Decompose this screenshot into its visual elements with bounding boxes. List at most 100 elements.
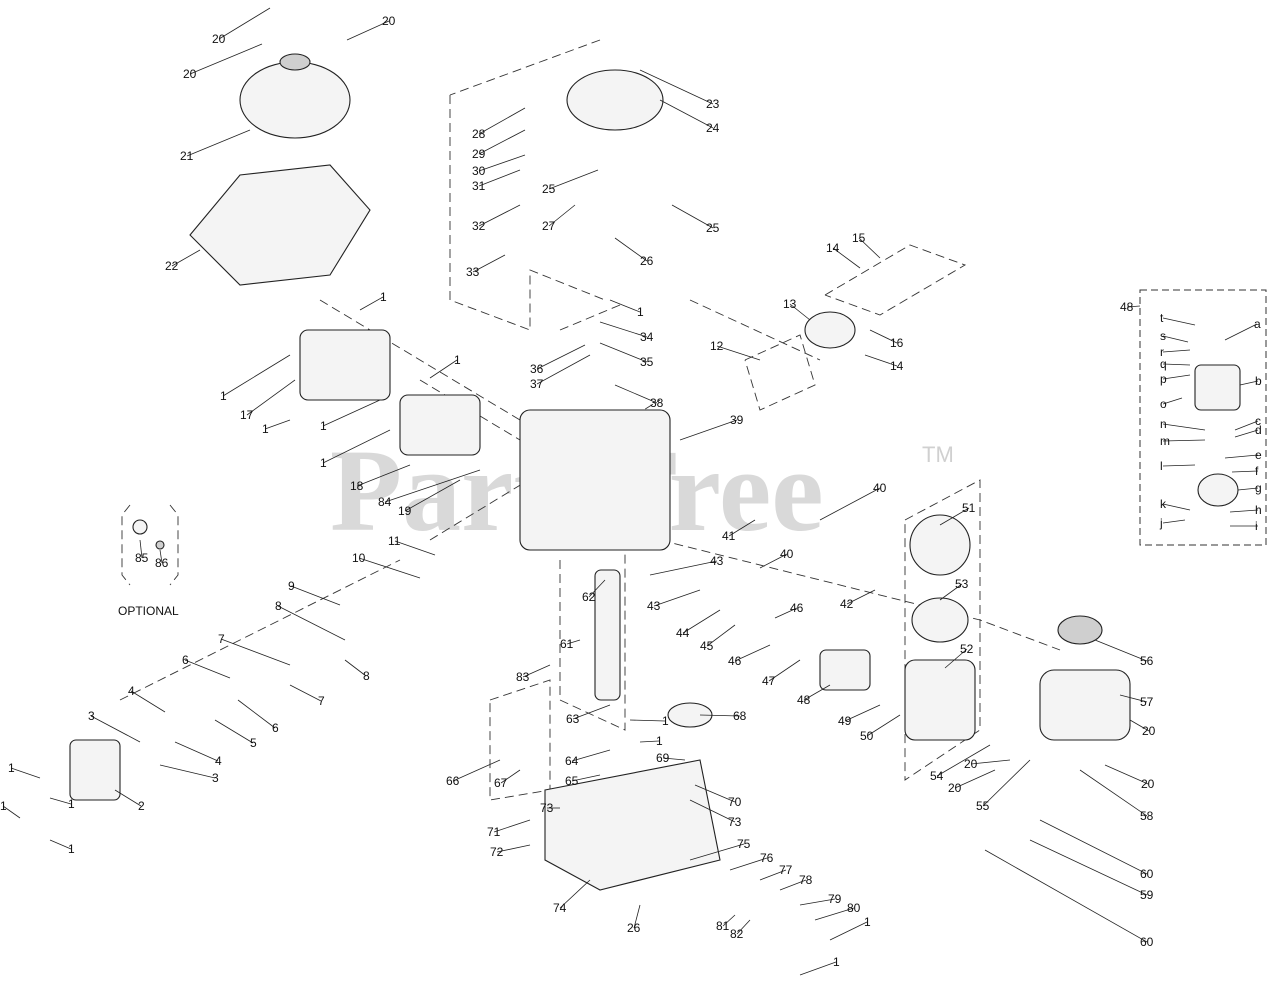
- part-callout-20: 20: [212, 32, 226, 46]
- callout-leader-line: [478, 204, 521, 227]
- part-callout-3: 3: [88, 709, 95, 723]
- callout-leader-line: [1079, 769, 1148, 817]
- callout-leader-line: [171, 249, 201, 267]
- part-callout-6: 6: [182, 653, 189, 667]
- part-callout-66: 66: [446, 774, 460, 788]
- crankshaft-shape: [594, 569, 621, 701]
- part-callout-39: 39: [730, 413, 744, 427]
- part-callout-35: 35: [640, 355, 654, 369]
- callout-leader-line: [159, 764, 216, 779]
- part-callout-1: 1: [833, 955, 840, 969]
- part-callout-53: 53: [955, 577, 969, 591]
- part-callout-16: 16: [890, 336, 904, 350]
- callout-leader-line: [452, 759, 501, 782]
- callout-leader-line: [49, 839, 72, 850]
- part-callout-c: c: [1255, 414, 1261, 428]
- callout-leader-line: [734, 644, 771, 662]
- callout-leader-line: [1126, 305, 1141, 308]
- part-callout-64: 64: [565, 754, 579, 768]
- part-callout-1: 1: [68, 842, 75, 856]
- part-callout-46: 46: [790, 601, 804, 615]
- callout-leader-line: [694, 784, 736, 803]
- callout-leader-line: [1162, 519, 1186, 524]
- part-callout-36: 36: [530, 362, 544, 376]
- callout-leader-line: [548, 204, 576, 227]
- part-callout-20: 20: [948, 781, 962, 795]
- callout-leader-line: [237, 699, 276, 729]
- part-callout-50: 50: [860, 729, 874, 743]
- part-callout-32: 32: [472, 219, 486, 233]
- part-callout-41: 41: [722, 529, 736, 543]
- callout-leader-line: [699, 714, 741, 717]
- callout-leader-line: [571, 774, 601, 782]
- part-callout-43: 43: [710, 554, 724, 568]
- part-callout-13: 13: [783, 297, 797, 311]
- part-callout-25: 25: [706, 221, 720, 235]
- callout-leader-line: [970, 759, 1011, 765]
- callout-leader-line: [639, 740, 660, 743]
- part-callout-1: 1: [662, 714, 669, 728]
- callout-leader-line: [939, 507, 970, 526]
- callout-leader-line: [1039, 819, 1148, 875]
- part-callout-1: 1: [864, 915, 871, 929]
- part-callout-40: 40: [780, 547, 794, 561]
- part-callout-55: 55: [976, 799, 990, 813]
- part-callout-20: 20: [1141, 777, 1155, 791]
- callout-leader-line: [184, 659, 231, 679]
- part-callout-19: 19: [398, 504, 412, 518]
- part-callout-45: 45: [700, 639, 714, 653]
- part-callout-m: m: [1160, 434, 1170, 448]
- callout-leader-line: [819, 487, 881, 521]
- part-callout-n: n: [1160, 417, 1167, 431]
- part-callout-85: 85: [135, 551, 149, 565]
- part-callout-10: 10: [352, 551, 366, 565]
- callout-leader-line: [90, 715, 141, 743]
- callout-leader-line: [290, 585, 341, 606]
- callout-leader-line: [159, 549, 163, 564]
- part-callout-44: 44: [676, 626, 690, 640]
- callout-leader-line: [774, 607, 798, 619]
- muffler-shape: [69, 739, 121, 801]
- part-callout-47: 47: [762, 674, 776, 688]
- callout-leader-line: [588, 579, 606, 598]
- callout-leader-line: [49, 797, 72, 805]
- callout-leader-line: [478, 154, 526, 172]
- part-callout-73: 73: [728, 815, 742, 829]
- part-callout-9: 9: [288, 579, 295, 593]
- part-callout-e: e: [1255, 448, 1262, 462]
- callout-leader-line: [346, 20, 390, 41]
- callout-leader-line: [1029, 839, 1148, 896]
- part-callout-3: 3: [212, 771, 219, 785]
- flywheel-shape: [566, 69, 664, 131]
- part-callout-r: r: [1160, 345, 1164, 359]
- callout-leader-line: [1239, 380, 1259, 386]
- part-callout-75: 75: [737, 837, 751, 851]
- part-callout-38: 38: [650, 396, 664, 410]
- callout-leader-line: [1224, 454, 1259, 459]
- part-callout-59: 59: [1140, 888, 1154, 902]
- callout-leader-line: [1162, 503, 1191, 511]
- callout-leader-line: [829, 921, 868, 941]
- callout-leader-line: [1094, 639, 1148, 662]
- recoil-starter-shape: [239, 61, 351, 139]
- callout-leader-line: [779, 879, 807, 891]
- carburetor-shape: [819, 649, 871, 691]
- part-callout-63: 63: [566, 712, 580, 726]
- part-callout-54: 54: [930, 769, 944, 783]
- callout-leader-line: [639, 69, 714, 105]
- callout-leader-line: [936, 744, 991, 777]
- part-shapes: [69, 53, 1131, 891]
- part-callout-j: j: [1159, 516, 1163, 530]
- part-callout-20: 20: [964, 757, 978, 771]
- part-callout-20: 20: [382, 14, 396, 28]
- part-callout-62: 62: [582, 590, 596, 604]
- callout-leader-line: [496, 844, 531, 853]
- part-callout-86: 86: [155, 556, 169, 570]
- callout-leader-line: [493, 819, 531, 833]
- part-callout-1: 1: [68, 797, 75, 811]
- callout-leader-line: [478, 129, 526, 155]
- callout-leader-line: [358, 557, 421, 579]
- part-callout-k: k: [1160, 497, 1167, 511]
- part-callout-81: 81: [716, 919, 730, 933]
